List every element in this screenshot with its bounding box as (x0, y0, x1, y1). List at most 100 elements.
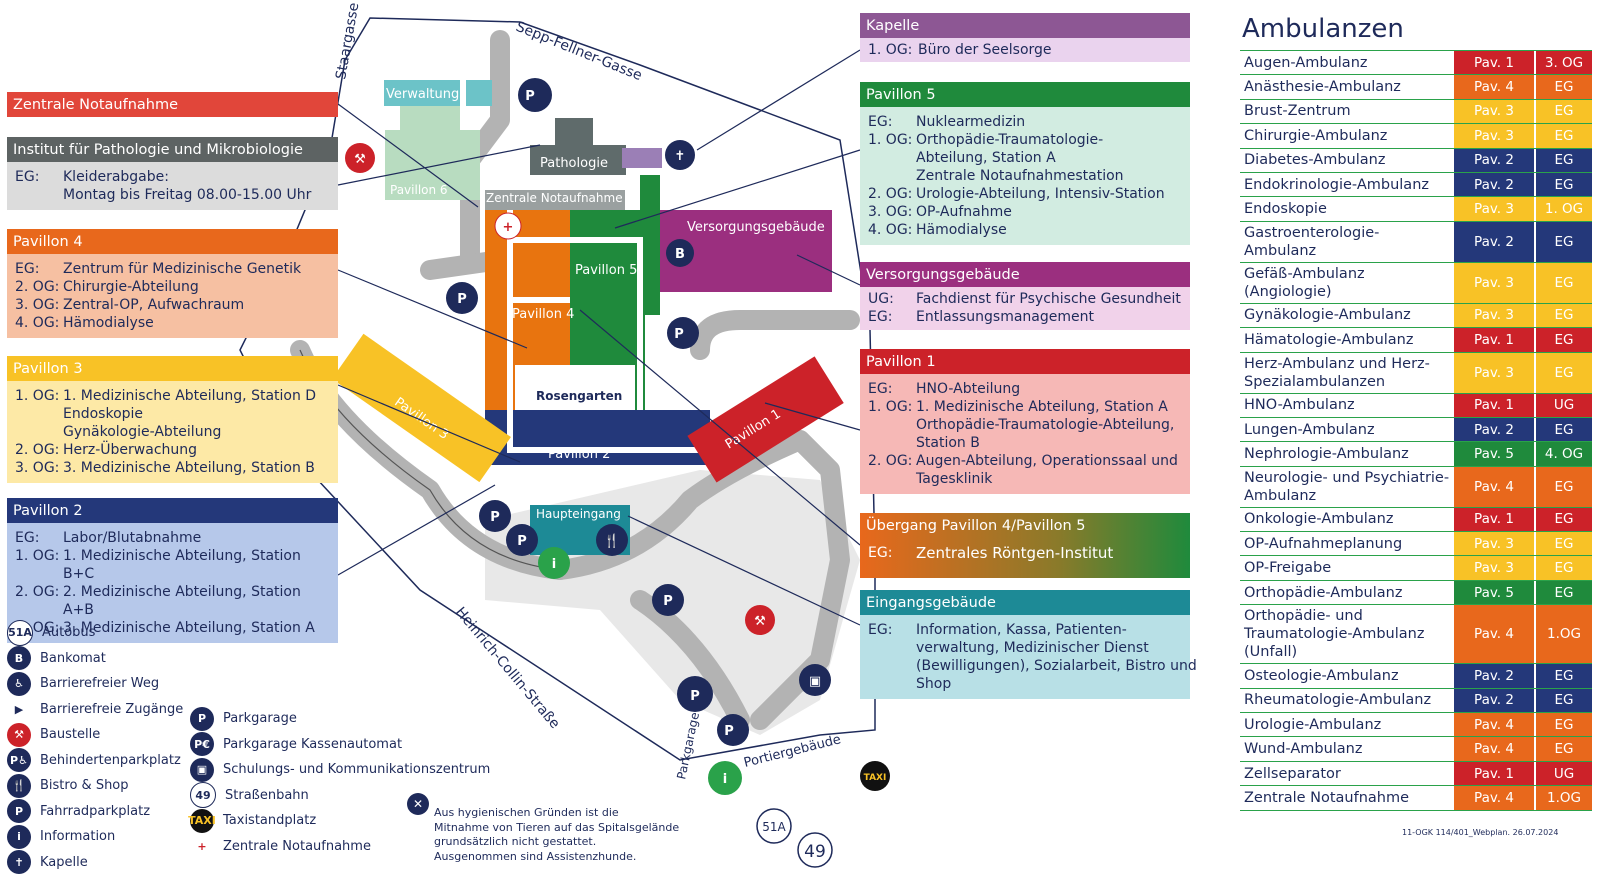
ambulanz-name: Rheumatologie-Ambulanz (1244, 692, 1432, 709)
svg-text:🍴: 🍴 (604, 533, 620, 549)
legend-label: Schulungs- und Kommunikationszentrum (223, 762, 491, 778)
box-vg-title: Versorgungsgebäude (860, 262, 1190, 287)
svg-text:⚒: ⚒ (354, 152, 366, 167)
emergency-icon: + (190, 834, 214, 859)
p4-v2: Zentral-OP, Aufwachraum (63, 297, 245, 313)
ambulanz-name: Osteologie-Ambulanz (1244, 667, 1399, 684)
p1-k5 (868, 470, 916, 488)
p5-k0: EG: (868, 114, 893, 130)
ambulanz-floor: EG (1536, 172, 1592, 197)
emergency-icon (494, 212, 522, 240)
hygiene-line-0: Aus hygienischen Gründen ist die (434, 806, 619, 819)
training-center-icon (799, 664, 831, 696)
parking-garage-icon (677, 676, 713, 712)
legend-item: P♿Behindertenparkplatz (7, 748, 183, 774)
box-p4-title: Pavillon 4 (7, 229, 338, 254)
svg-text:P: P (674, 327, 684, 342)
legend-label: Baustelle (40, 727, 101, 743)
ambulanz-floor: EG (1536, 466, 1592, 507)
vg-k0: UG: (868, 291, 894, 307)
eg-v3: Shop (916, 676, 952, 692)
svg-text:P: P (457, 292, 467, 307)
ambulanz-floor: EG (1536, 262, 1592, 303)
ambulanz-pavillon: Pav. 3 (1454, 197, 1534, 221)
p1-v2: Orthopädie-Traumatologie-Abteilung, (916, 417, 1175, 433)
ambulanz-floor: EG (1536, 532, 1592, 556)
svg-text:i: i (552, 557, 556, 572)
box-versorgungsgebaeude: Versorgungsgebäude UG:Fachdienst für Psy… (860, 262, 1190, 330)
ambulanz-floor: 1.OG (1536, 786, 1592, 810)
corridors (507, 210, 700, 453)
legend-item: +Zentrale Notaufnahme (190, 834, 490, 860)
box-pavillon5: Pavillon 5 EG:Nuklearmedizin 1. OG:Ortho… (860, 82, 1190, 245)
ambulanz-row: Orthopädie- und Traumatologie-Ambulanz (… (1240, 605, 1592, 665)
box-zna-title: Zentrale Notaufnahme (7, 92, 338, 117)
p5-k5: 3. OG: (868, 204, 913, 220)
ambulanz-pavillon: Pav. 4 (1454, 75, 1534, 99)
ambulanz-name: Gynäkologie-Ambulanz (1244, 307, 1411, 324)
p5-k3 (868, 167, 916, 185)
bike-parking-icon-3 (717, 714, 749, 746)
disabled-parking-icon: P♿ (7, 748, 31, 773)
p3-v1c: Gynäkologie-Abteilung (63, 424, 222, 440)
p4-v3: Hämodialyse (63, 315, 154, 331)
ambulanz-floor: EG (1536, 737, 1592, 761)
box-patho-title: Institut für Pathologie und Mikrobiologi… (7, 137, 338, 162)
box-eg-title: Eingangsgebäude (860, 590, 1190, 615)
box-pavillon2: Pavillon 2 EG:Labor/Blutabnahme 1. OG:1.… (7, 498, 338, 643)
box-p3-title: Pavillon 3 (7, 356, 338, 381)
svg-text:✝: ✝ (675, 149, 686, 164)
ambulanz-pavillon: Pav. 2 (1454, 172, 1534, 197)
wheelchair-icon: ♿ (7, 671, 31, 696)
p1-k0: EG: (868, 381, 893, 397)
svg-text:P: P (690, 689, 700, 704)
bike-parking-icon-2 (667, 317, 699, 349)
box-p5-title: Pavillon 5 (860, 82, 1190, 107)
p3-k2: 2. OG: (15, 442, 60, 458)
atm-icon: B (7, 646, 31, 671)
svg-text:B: B (675, 247, 685, 262)
map-label-pavillon4: Pavillon 4 (512, 307, 574, 322)
svg-text:P: P (663, 594, 673, 609)
ambulanz-floor: EG (1536, 664, 1592, 688)
legend-label: Bankomat (40, 650, 106, 666)
hygiene-line-3: Ausgenommen sind Assistenzhunde. (434, 849, 637, 863)
ambulanz-pavillon: Pav. 2 (1454, 148, 1534, 172)
ambulanz-name: Lungen-Ambulanz (1244, 421, 1375, 438)
patho-v1: Kleiderabgabe: (63, 169, 169, 185)
ambulanz-floor: EG (1536, 221, 1592, 262)
p5-k6: 4. OG: (868, 222, 913, 238)
ambulanz-pavillon: Pav. 3 (1454, 556, 1534, 580)
ueb-k: EG: (868, 545, 893, 561)
building-pathologie (530, 145, 626, 175)
ambulanz-floor: EG (1536, 507, 1592, 532)
kapelle-v: Büro der Seelsorge (918, 42, 1052, 58)
legend-item: B Bankomat (7, 646, 183, 672)
svg-text:+: + (503, 220, 514, 235)
ambulanz-name: Herz-Ambulanz und Herz-Spezialambulanzen (1244, 355, 1430, 390)
taxi-label: TAXI (864, 773, 887, 783)
bike-parking-icon: P (7, 799, 31, 824)
ambulanz-floor: EG (1536, 688, 1592, 713)
p2-k0: EG: (15, 530, 40, 546)
version-label: 11-OGK 114/401_Webplan. 26.07.2024 (1402, 828, 1559, 837)
p5-v5: OP-Aufnahme (916, 204, 1012, 220)
eg-v1: verwaltung, Medizinischer Dienst (916, 640, 1149, 656)
ueb-v: Zentrales Röntgen-Institut (916, 544, 1114, 562)
ambulanz-name: Anästhesie-Ambulanz (1244, 79, 1401, 96)
ambulanz-name: Gastroenterologie-Ambulanz (1244, 224, 1380, 259)
building-pavillon1 (687, 356, 844, 483)
legend-label: Barrierefreier Weg (40, 676, 160, 692)
p1-k4: 2. OG: (868, 453, 913, 469)
vg-v1: Entlassungsmanagement (916, 309, 1094, 325)
taxi-icon: TAXI (188, 808, 216, 833)
pointer-lines (337, 49, 861, 626)
